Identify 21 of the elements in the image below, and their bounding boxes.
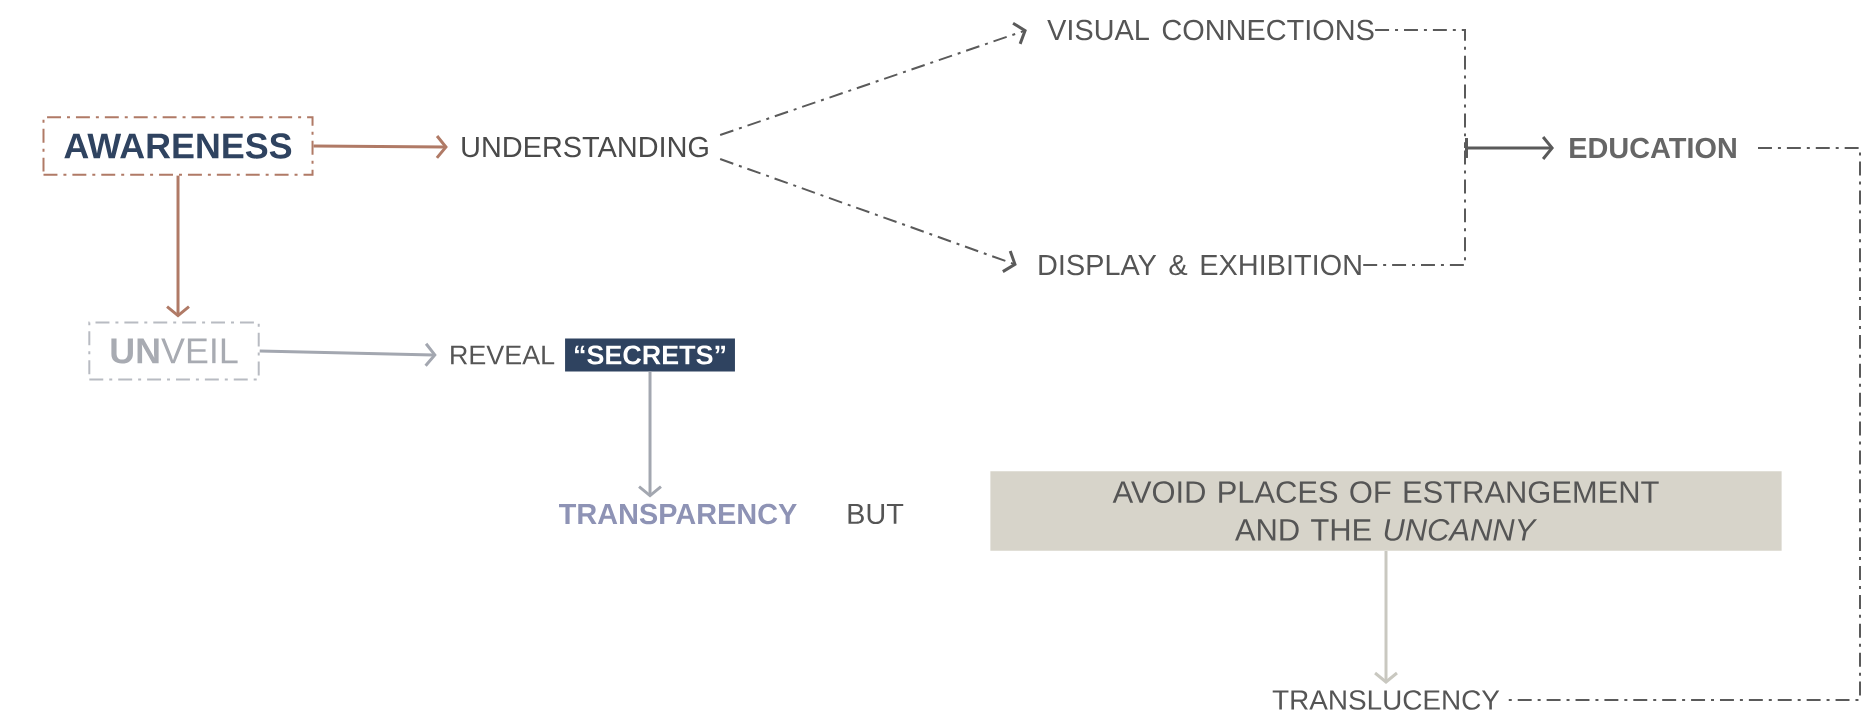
arrow [638, 371, 662, 498]
text-label: REVEAL [451, 345, 555, 365]
arrow [719, 21, 1027, 136]
text-label: DISPLAY & EXHIBITION [1039, 254, 1361, 276]
arrow [719, 158, 1017, 273]
bracket-line [1374, 29, 1466, 149]
text-label: TRANSLUCENCY [1272, 690, 1500, 710]
filled-box: “SECRETS” [565, 338, 735, 372]
text-label: UNDERSTANDING [462, 136, 708, 158]
text-label: EDUCATION [1570, 137, 1736, 159]
text-label: VISUAL CONNECTIONS [1047, 19, 1374, 41]
arrow [1374, 551, 1398, 684]
arrow [313, 135, 448, 159]
filled-box: AVOID PLACES OF ESTRANGEMENT AND THE UNCANNY [990, 471, 1782, 551]
text-label: TRANSPARENCY [559, 503, 797, 525]
dashed-box: UNVEIL [88, 321, 260, 381]
arrow [166, 175, 190, 318]
text-label: BUT [848, 503, 904, 525]
arrow [259, 342, 437, 367]
dashed-box: AWARENESS [42, 116, 314, 176]
arrow [1465, 136, 1554, 160]
